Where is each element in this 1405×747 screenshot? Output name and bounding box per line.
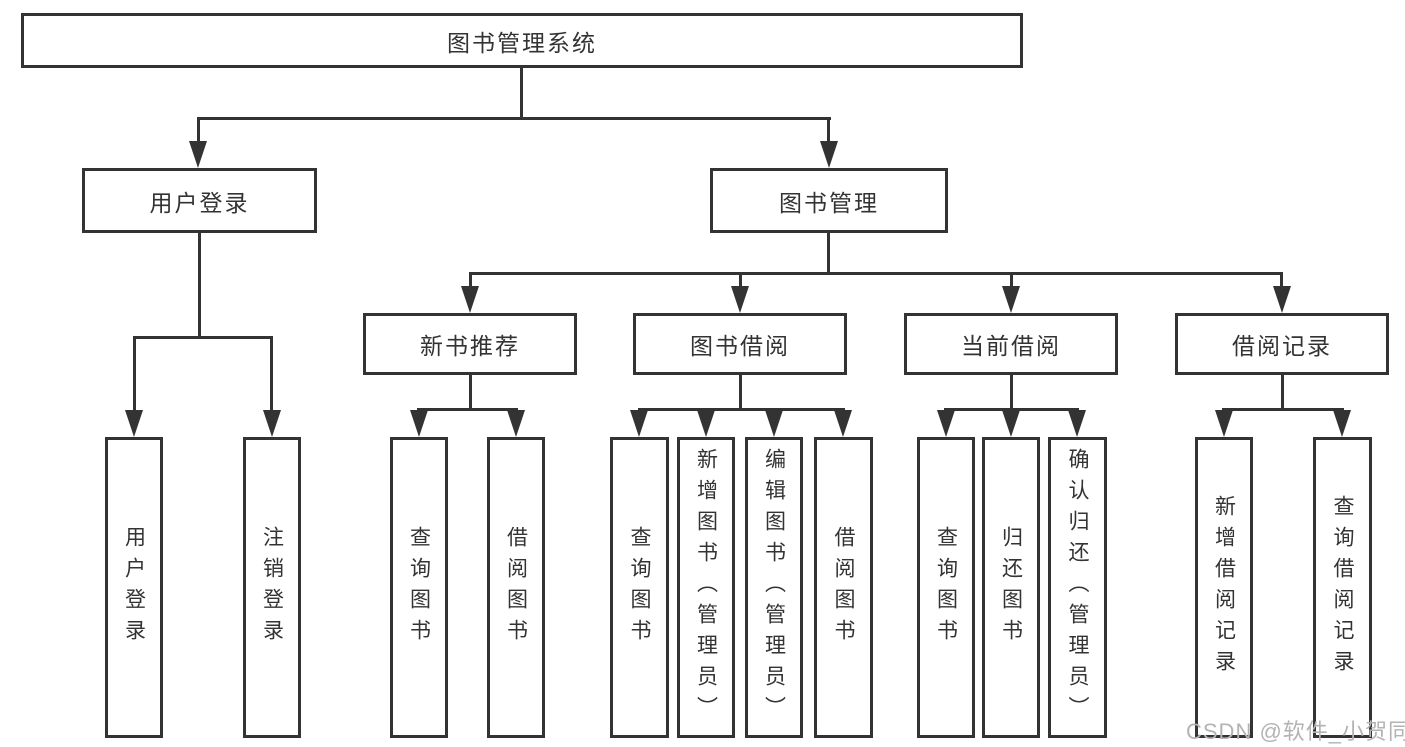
node-book-borrowing: 图书借阅 — [633, 313, 847, 375]
connector-line — [469, 272, 1282, 275]
connector-line — [827, 117, 830, 147]
arrow-down-icon — [410, 410, 428, 437]
connector-line — [638, 408, 845, 411]
connector-line — [520, 66, 523, 117]
arrow-down-icon — [731, 286, 749, 313]
node-leaf-logout: 注销登录 — [243, 437, 301, 738]
node-leaf-current-return-books: 归还图书 — [982, 437, 1040, 738]
node-leaf-borrowing-edit-books-admin: 编辑图书（管理员） — [745, 437, 803, 738]
node-new-book-recommend: 新书推荐 — [363, 313, 577, 375]
node-leaf-recommend-borrow-books: 借阅图书 — [487, 437, 545, 738]
connector-line — [1010, 373, 1013, 410]
connector-line — [133, 336, 273, 339]
node-user-login: 用户登录 — [82, 168, 317, 233]
connector-line — [739, 373, 742, 410]
node-leaf-records-add-record: 新增借阅记录 — [1195, 437, 1253, 738]
node-leaf-borrowing-add-books-admin: 新增图书（管理员） — [677, 437, 735, 738]
node-leaf-records-query-record: 查询借阅记录 — [1313, 437, 1372, 738]
node-leaf-recommend-query-books: 查询图书 — [390, 437, 448, 738]
watermark: CSDN @软件_小贺同学 — [1186, 719, 1405, 744]
node-leaf-current-query-books: 查询图书 — [917, 437, 975, 738]
connector-line — [197, 117, 200, 147]
node-leaf-user-login: 用户登录 — [105, 437, 163, 738]
connector-line — [944, 408, 1079, 411]
arrow-down-icon — [1215, 410, 1233, 437]
arrow-down-icon — [507, 410, 525, 437]
arrow-down-icon — [461, 286, 479, 313]
connector-line — [739, 272, 742, 290]
arrow-down-icon — [697, 410, 715, 437]
connector-line — [1281, 373, 1284, 410]
connector-line — [1280, 272, 1283, 290]
node-leaf-borrowing-borrow-books: 借阅图书 — [814, 437, 873, 738]
node-library-management-system: 图书管理系统 — [21, 13, 1023, 68]
arrow-down-icon — [1002, 286, 1020, 313]
arrow-down-icon — [263, 410, 281, 437]
connector-line — [469, 373, 472, 410]
connector-line — [133, 336, 136, 414]
arrow-down-icon — [1333, 410, 1351, 437]
node-borrowing-records: 借阅记录 — [1175, 313, 1389, 375]
arrow-down-icon — [189, 141, 207, 168]
arrow-down-icon — [630, 410, 648, 437]
node-current-borrowing: 当前借阅 — [904, 313, 1118, 375]
arrow-down-icon — [1273, 286, 1291, 313]
arrow-down-icon — [1068, 410, 1086, 437]
node-book-management: 图书管理 — [710, 168, 948, 233]
arrow-down-icon — [1002, 410, 1020, 437]
connector-line — [197, 117, 831, 120]
connector-line — [469, 272, 472, 290]
connector-line — [417, 408, 518, 411]
connector-line — [827, 232, 830, 274]
connector-line — [198, 232, 201, 336]
node-leaf-current-confirm-return-admin: 确认归还（管理员） — [1048, 437, 1107, 738]
arrow-down-icon — [820, 141, 838, 168]
connector-line — [1222, 408, 1344, 411]
connector-line — [270, 336, 273, 414]
arrow-down-icon — [834, 410, 852, 437]
connector-line — [1010, 272, 1013, 290]
arrow-down-icon — [765, 410, 783, 437]
arrow-down-icon — [125, 410, 143, 437]
arrow-down-icon — [937, 410, 955, 437]
node-leaf-borrowing-query-books: 查询图书 — [610, 437, 669, 738]
